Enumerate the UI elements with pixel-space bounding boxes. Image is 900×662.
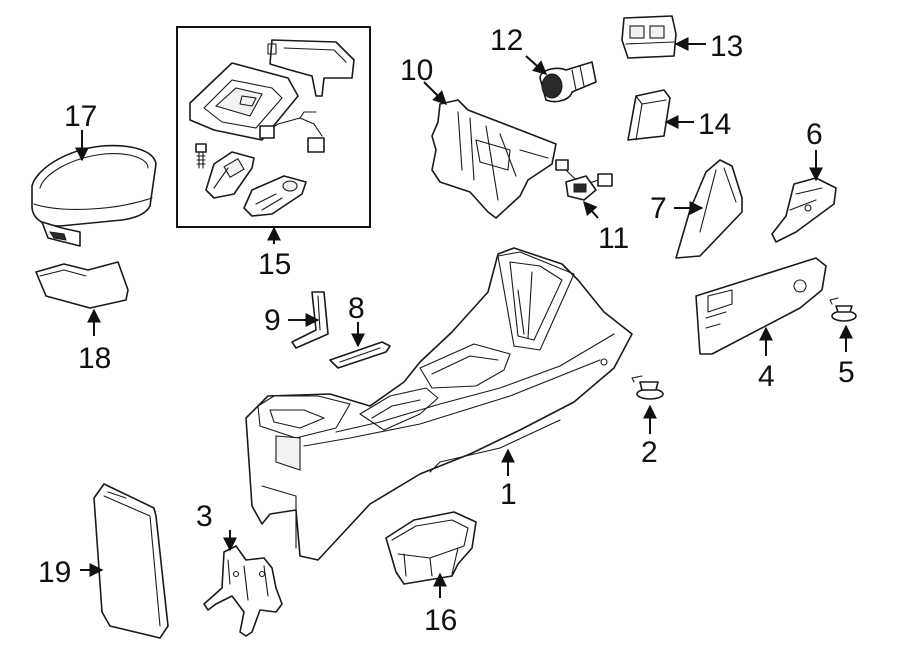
callout-11: 11 [598, 222, 629, 255]
callout-9: 9 [264, 304, 281, 337]
callout-13: 13 [710, 30, 743, 63]
callout-6: 6 [806, 118, 823, 151]
callout-labels: 1 2 3 4 5 6 7 8 9 10 11 12 13 14 15 16 1… [38, 24, 855, 637]
armrest-pad [35, 261, 129, 309]
callout-12: 12 [490, 24, 523, 57]
callout-10: 10 [400, 54, 433, 87]
console-bracket [431, 99, 557, 219]
callout-5: 5 [838, 356, 855, 389]
armrest-lid [31, 144, 157, 247]
callout-14: 14 [698, 108, 731, 141]
callout-17: 17 [64, 100, 97, 133]
rear-panel-19 [93, 483, 169, 639]
callout-16: 16 [424, 604, 457, 637]
clip-2 [631, 375, 664, 400]
console-bin-16 [385, 511, 477, 585]
trim-piece-8 [329, 341, 391, 369]
callout-15: 15 [258, 248, 291, 281]
usb-harness [555, 159, 613, 201]
callout-8: 8 [348, 292, 365, 325]
callout-3: 3 [196, 500, 213, 533]
shifter-bezel-assembly [189, 39, 355, 217]
power-outlet [539, 61, 597, 103]
floor-console [245, 247, 633, 561]
callout-2: 2 [641, 436, 658, 469]
callout-19: 19 [38, 556, 71, 589]
callout-1: 1 [500, 478, 517, 511]
mount-bracket-3 [203, 545, 283, 637]
callout-7: 7 [650, 192, 667, 225]
leader-lines [75, 37, 853, 598]
side-trim-7 [675, 159, 743, 259]
switch-block [621, 15, 677, 59]
bracket-6 [771, 177, 837, 243]
callout-4: 4 [758, 360, 775, 393]
callout-18: 18 [78, 342, 111, 375]
clip-5 [829, 297, 857, 322]
side-panel-4 [695, 257, 827, 355]
usb-connector [627, 89, 671, 141]
